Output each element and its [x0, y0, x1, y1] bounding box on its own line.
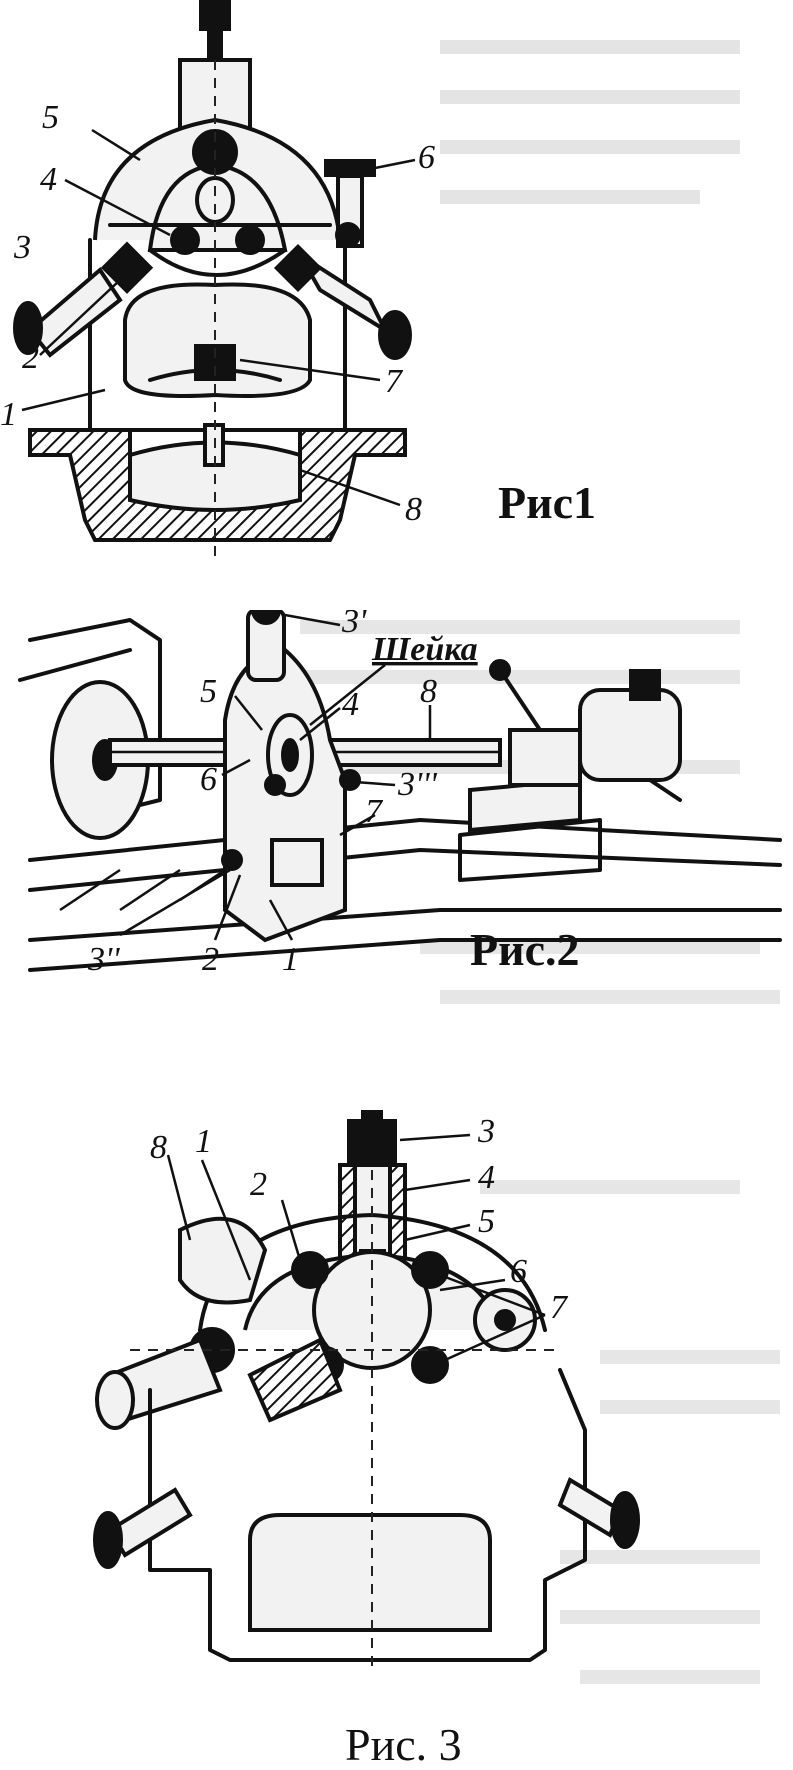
figure-1: 5 6 4 3 2 1 7 8 Рис1 [0, 0, 793, 610]
bottom-left-screw [247, 1337, 343, 1423]
fig2-label-3-double: 3'' [87, 941, 120, 978]
screw-6 [324, 159, 376, 248]
lathe-bed [28, 818, 782, 972]
fig3-label-6: 6 [510, 1253, 527, 1290]
fig2-label-1: 1 [282, 941, 299, 978]
lateral-screw-right [557, 1477, 640, 1549]
fig3-label-5: 5 [478, 1203, 495, 1240]
screw-3-prime [251, 610, 281, 625]
fig2-label-3-prime: 3' [341, 610, 367, 640]
fig1-label-6: 6 [418, 139, 435, 176]
headstock [18, 618, 162, 840]
top-column [246, 610, 286, 682]
steady-rest [221, 610, 361, 943]
fig3-caption: Рис. 3 [345, 1719, 462, 1770]
background-text-bleed [440, 40, 740, 204]
left-clamp-8 [95, 1216, 268, 1430]
fig1-label-2: 2 [22, 339, 39, 376]
figure-2-drawing: 3' Шейка 5 4 8 6 3''' 7 3'' 2 1 Рис.2 [18, 610, 782, 1004]
fig3-label-3: 3 [477, 1113, 495, 1150]
fig2-label-7: 7 [365, 793, 384, 830]
fig1-label-7: 7 [385, 363, 404, 400]
fig3-label-1: 1 [195, 1123, 212, 1160]
jaw-arc [148, 248, 287, 277]
fig3-label-2: 2 [250, 1166, 267, 1203]
fig2-caption: Рис.2 [470, 924, 580, 975]
figure-1-drawing: 5 6 4 3 2 1 7 8 Рис1 [0, 0, 740, 560]
roller-top-left [291, 1251, 329, 1289]
top-jaw [195, 176, 235, 224]
fig2-label-3-triple: 3''' [397, 766, 438, 803]
cam-left [170, 225, 200, 255]
fig2-label-4: 4 [342, 686, 359, 723]
body-window [248, 1513, 492, 1632]
fig2-neck-label: Шейка [371, 631, 478, 668]
body-window [123, 282, 312, 398]
fig3-label-7: 7 [550, 1289, 569, 1326]
fig3-label-8: 8 [150, 1129, 167, 1166]
tailstock [578, 669, 682, 802]
fig1-caption: Рис1 [498, 477, 596, 528]
fig2-label-2: 2 [202, 941, 219, 978]
fig1-label-3: 3 [13, 229, 31, 266]
fig2-label-8: 8 [420, 673, 437, 710]
cam-right [235, 225, 265, 255]
screw-3-triple [339, 769, 361, 791]
fig1-label-4: 4 [40, 161, 57, 198]
fig2-label-5: 5 [200, 673, 217, 710]
left-screw-3 [13, 241, 154, 358]
roller-top-right [411, 1251, 449, 1289]
figure-2: 3' Шейка 5 4 8 6 3''' 7 3'' 2 1 Рис.2 [0, 610, 793, 1110]
fig1-label-1: 1 [0, 396, 17, 433]
fig2-label-6: 6 [200, 761, 217, 798]
fig1-label-5: 5 [42, 99, 59, 136]
lateral-screw-left [93, 1487, 193, 1569]
carriage [458, 659, 602, 882]
fig3-label-4: 4 [478, 1159, 495, 1196]
fig1-label-8: 8 [405, 491, 422, 528]
figure-3: 3 4 5 6 7 8 1 2 Рис. 3 [0, 1110, 793, 1770]
background-text-bleed [480, 1180, 780, 1684]
roller-bottom-right [411, 1346, 449, 1384]
right-screw [273, 243, 412, 360]
figure-3-drawing: 3 4 5 6 7 8 1 2 Рис. 3 [93, 1110, 780, 1770]
